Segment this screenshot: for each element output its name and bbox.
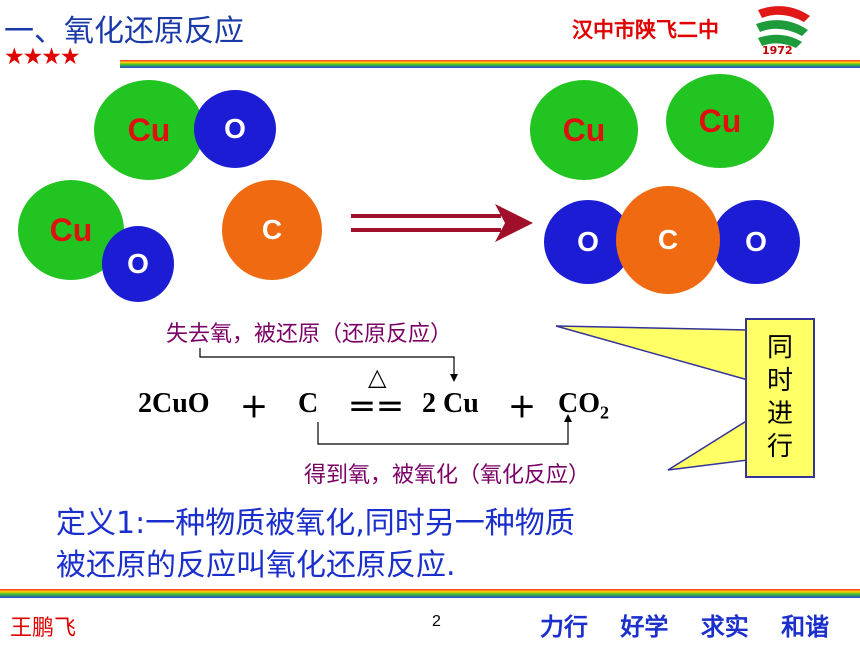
heating-condition: △ — [368, 363, 387, 391]
product-co2: CO2 — [558, 388, 609, 423]
copper-atom: Cu — [666, 74, 774, 168]
logo-year: 1972 — [762, 44, 793, 57]
motto-item: 力行 — [540, 613, 588, 641]
reactant-cuo: 2CuO — [138, 388, 210, 419]
oxygen-atom: O — [194, 90, 276, 168]
oxidation-annotation: 得到氧，被氧化（氧化反应） — [304, 463, 591, 488]
definition-line-2: 被还原的反应叫氧化还原反应. — [56, 548, 456, 583]
header-rainbow-bar — [120, 60, 860, 68]
carbon-atom: C — [222, 180, 322, 280]
slide-title: 一、氧化还原反应 — [4, 14, 244, 49]
school-motto: 力行 好学 求实 和谐 — [540, 607, 829, 642]
copper-atom: Cu — [530, 80, 638, 180]
footer-rainbow-bar — [0, 589, 860, 598]
author-name: 王鹏飞 — [10, 616, 77, 641]
definition-line-1: 定义1:一种物质被氧化,同时另一种物质 — [56, 506, 575, 541]
page-number: 2 — [432, 613, 441, 630]
carbon-atom: C — [616, 186, 720, 294]
motto-item: 好学 — [620, 613, 669, 641]
motto-item: 求实 — [700, 613, 749, 641]
copper-atom: Cu — [94, 80, 204, 180]
plus-sign: ＋ — [508, 393, 537, 424]
school-name: 汉中市陕飞二中 — [572, 18, 719, 42]
reduction-annotation: 失去氧，被还原（还原反应） — [166, 322, 453, 347]
plus-sign: ＋ — [240, 393, 269, 424]
callout-char: 进 — [766, 399, 793, 429]
definition-text: 定义1:一种物质被氧化,同时另一种物质 被还原的反应叫氧化还原反应. — [56, 503, 776, 587]
star-rating: ★★★★ — [4, 44, 80, 70]
callout-char: 时 — [766, 366, 793, 396]
simultaneous-callout: 同 时 进 行 — [745, 318, 815, 478]
motto-item: 和谐 — [781, 613, 830, 641]
reaction-arrow-icon — [351, 204, 533, 242]
callout-char: 行 — [766, 432, 793, 462]
callout-char: 同 — [766, 333, 793, 363]
oxygen-atom: O — [712, 200, 800, 284]
school-logo-icon — [756, 6, 810, 48]
yields-sign: ＝＝ — [348, 393, 405, 424]
oxygen-atom: O — [102, 226, 174, 302]
reactant-c: C — [298, 388, 319, 419]
product-cu: 2 Cu — [422, 388, 479, 419]
